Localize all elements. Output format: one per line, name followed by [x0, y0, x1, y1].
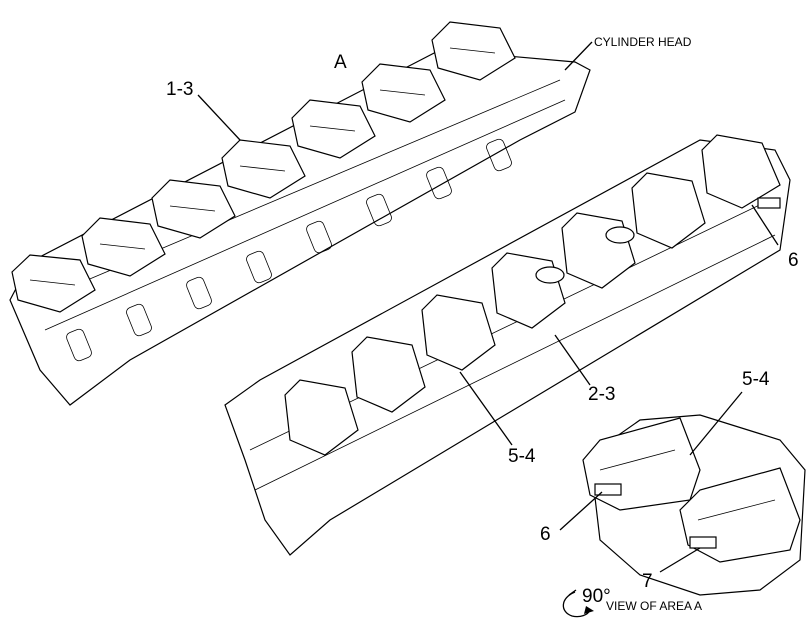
leader-6-main — [751, 204, 779, 246]
leader-5-4-detail — [689, 391, 743, 456]
rotate-arrow-icon — [562, 589, 594, 618]
lower-cylinder-head-assembly — [224, 134, 791, 556]
callout-1-3: 1-3 — [166, 79, 193, 100]
detail-view-area-a — [582, 414, 806, 596]
view-caption: VIEW OF AREA A — [606, 599, 702, 613]
callout-6-detail: 6 — [540, 524, 551, 545]
leader-2-3 — [554, 334, 591, 386]
leader-7 — [659, 547, 701, 573]
cylinder-head-label: CYLINDER HEAD — [594, 35, 692, 49]
callout-7: 7 — [642, 571, 653, 592]
leader-1-3 — [197, 94, 241, 141]
leader-cylinder-head — [564, 41, 593, 71]
upper-cylinder-head-assembly — [9, 21, 591, 406]
area-a-label: A — [334, 52, 347, 73]
leader-6-detail — [559, 491, 603, 531]
callout-6-main: 6 — [788, 250, 799, 271]
rotation-label: 90° — [582, 586, 611, 607]
upper-valve-covers — [11, 21, 516, 313]
lower-valve-covers — [284, 134, 781, 456]
callout-5-4-detail: 5-4 — [742, 369, 770, 390]
callout-5-4-main: 5-4 — [508, 446, 536, 467]
head-ports — [66, 138, 512, 362]
leader-5-4-main — [459, 371, 513, 446]
leader-lines — [197, 41, 779, 573]
callout-2-3: 2-3 — [588, 384, 615, 405]
